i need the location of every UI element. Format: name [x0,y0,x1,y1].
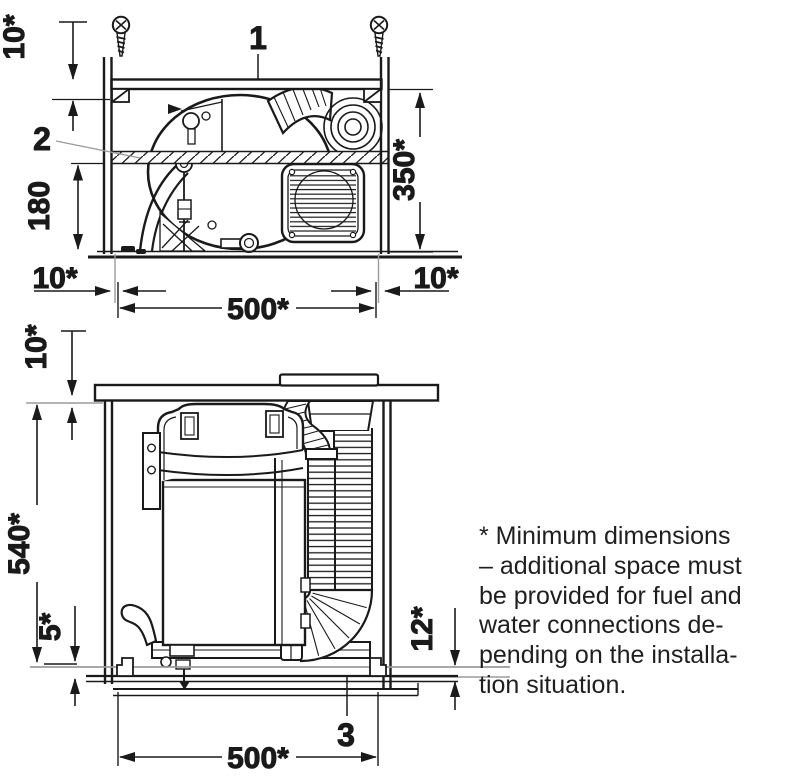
corner-bracket-right [363,88,382,103]
lower-duct-arcs [121,165,189,254]
air-ducting [282,400,375,591]
panel-clip-lower [300,613,311,629]
bend-ribs [303,592,367,656]
drain-valve [160,644,195,690]
note-line: tion situation. [479,670,627,699]
side-view-dimensions [32,330,460,766]
mounting-board [110,78,383,91]
upper-valve [168,104,211,145]
lid-clips [180,410,284,440]
dim-side-top-gap: 10* [20,324,53,369]
note-line: pending on the installa- [479,641,738,670]
note-line: be provided for fuel and [479,581,742,610]
note-line: – additional space must [479,551,742,580]
hose-coil [323,97,383,157]
minimum-dimensions-note: * Minimum dimensions – additional space … [479,522,797,701]
floor-foot-left [116,657,134,677]
ventilation-grille [280,162,366,244]
heater-end-view [121,93,334,254]
floor-foot-right [369,657,387,677]
dim-side-bottom-gap: 5* [34,612,67,641]
callout-partition: 2 [33,121,51,157]
screw-icon-left [111,15,131,57]
drain-handle [120,603,158,647]
mounting-bracket [142,432,161,510]
side-view: 10* 540* 5* 12* 3 500* [3,324,510,776]
corrugated-duct-wide [333,428,373,591]
dim-side-height: 540* [3,513,36,575]
vent-cowl [278,373,380,387]
panel-clip-upper [300,577,311,593]
partition [110,150,390,165]
note-line: * Minimum dimensions [479,522,731,550]
callout-board: 1 [249,20,267,56]
callout-2-leader [55,140,141,159]
lid-rim-lower [157,467,304,477]
dim-gap-right: 10* [413,262,458,295]
top-view: 1 2 10* 350* 180 10* 10* 500* [0,14,462,327]
dim-partition-height: 180 [23,181,56,231]
top-view-dimensions [34,21,449,318]
dim-side-width: 500* [227,742,289,775]
dim-interior-height: 350* [388,139,421,201]
screw-icon-right [369,15,389,57]
dim-gap-left: 10* [32,262,77,295]
note-line: water connections de- [479,611,724,640]
lid-rim-upper [157,449,304,459]
corner-bracket-left [111,88,130,103]
cabinet-walls [103,400,392,690]
duct-adapter [306,400,375,432]
dim-board-offset: 10* [0,14,31,59]
corrugated-duct-narrow [305,448,338,591]
heater-side-view [120,402,311,690]
callout-floor: 3 [337,717,355,753]
dim-floor-gap: 12* [406,606,439,651]
countertop [93,383,440,402]
vehicle-floor [30,657,510,697]
dim-top-width: 500* [227,293,289,326]
